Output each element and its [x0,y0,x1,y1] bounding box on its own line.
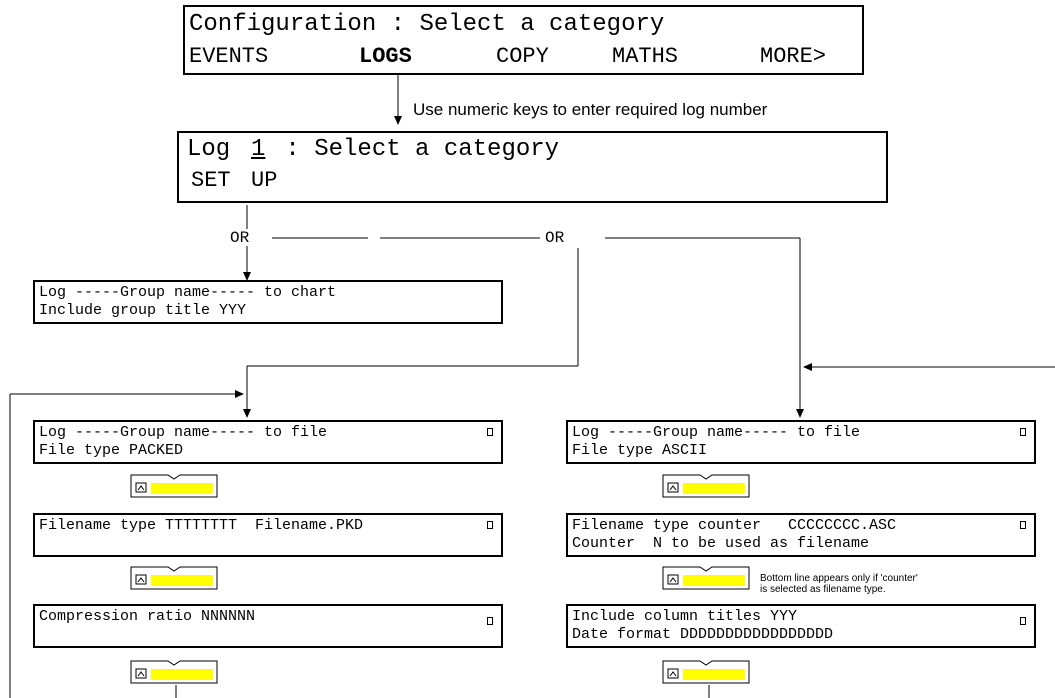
log-prefix: Log [187,136,245,163]
edit-key-icon[interactable] [130,474,218,498]
ascii-note-line-1: Bottom line appears only if 'counter' [760,573,918,584]
ascii-filename-box: Filename type counter CCCCCCCC.ASC Count… [566,513,1036,557]
edit-key-icon[interactable] [130,660,218,684]
edit-key-icon[interactable] [130,566,218,590]
menu-events[interactable]: EVENTS [189,44,269,69]
ascii-file-type-box: Log -----Group name----- to file File ty… [566,420,1036,464]
log-number[interactable]: 1 [251,136,266,163]
option-up[interactable]: UP [251,168,278,193]
ascii-box1-line-2: File type ASCII [572,442,708,459]
configuration-box: Configuration : Select a category EVENTS… [183,5,864,75]
or-label-middle: OR [545,229,565,247]
packed-box3-line-1: Compression ratio NNNNNN [39,608,256,625]
menu-maths[interactable]: MATHS [612,44,679,69]
menu-logs[interactable]: LOGS [359,44,412,69]
scroll-marker-icon [1020,521,1026,529]
chart-line-2: Include group title YYY [39,302,247,319]
packed-box1-line-1: Log -----Group name----- to file [39,424,328,441]
ascii-box3-line-1: Include column titles YYY [572,608,798,625]
scroll-marker-icon [487,617,493,625]
edit-key-icon[interactable] [662,566,750,590]
scroll-marker-icon [487,428,493,436]
option-set[interactable]: SET [191,168,231,193]
menu-more[interactable]: MORE> [760,44,827,69]
ascii-box2-line-2: Counter N to be used as filename [572,535,870,552]
chart-box: Log -----Group name----- to chart Includ… [33,280,503,324]
ascii-box3-line-2: Date format DDDDDDDDDDDDDDDDD [572,626,834,643]
ascii-columns-date-box: Include column titles YYY Date format DD… [566,604,1036,648]
scroll-marker-icon [1020,428,1026,436]
log-select-box: Log 1 : Select a category SET UP [177,131,888,203]
scroll-marker-icon [1020,617,1026,625]
packed-file-type-box: Log -----Group name----- to file File ty… [33,420,503,464]
chart-line-1: Log -----Group name----- to chart [39,284,337,301]
edit-key-icon[interactable] [662,474,750,498]
packed-compression-box: Compression ratio NNNNNN [33,604,503,648]
menu-copy[interactable]: COPY [496,44,549,69]
ascii-note-line-2: is selected as filename type. [760,584,886,595]
instruction-text: Use numeric keys to enter required log n… [413,100,768,119]
configuration-title: Configuration : Select a category [189,11,665,38]
or-label-left: OR [230,229,250,247]
scroll-marker-icon [487,521,493,529]
packed-box1-line-2: File type PACKED [39,442,184,459]
ascii-box1-line-1: Log -----Group name----- to file [572,424,861,441]
packed-filename-box: Filename type TTTTTTTT Filename.PKD [33,513,503,557]
packed-box2-line-1: Filename type TTTTTTTT Filename.PKD [39,517,364,534]
ascii-box2-line-1: Filename type counter CCCCCCCC.ASC [572,517,897,534]
log-suffix: : Select a category [271,136,560,163]
edit-key-icon[interactable] [662,660,750,684]
